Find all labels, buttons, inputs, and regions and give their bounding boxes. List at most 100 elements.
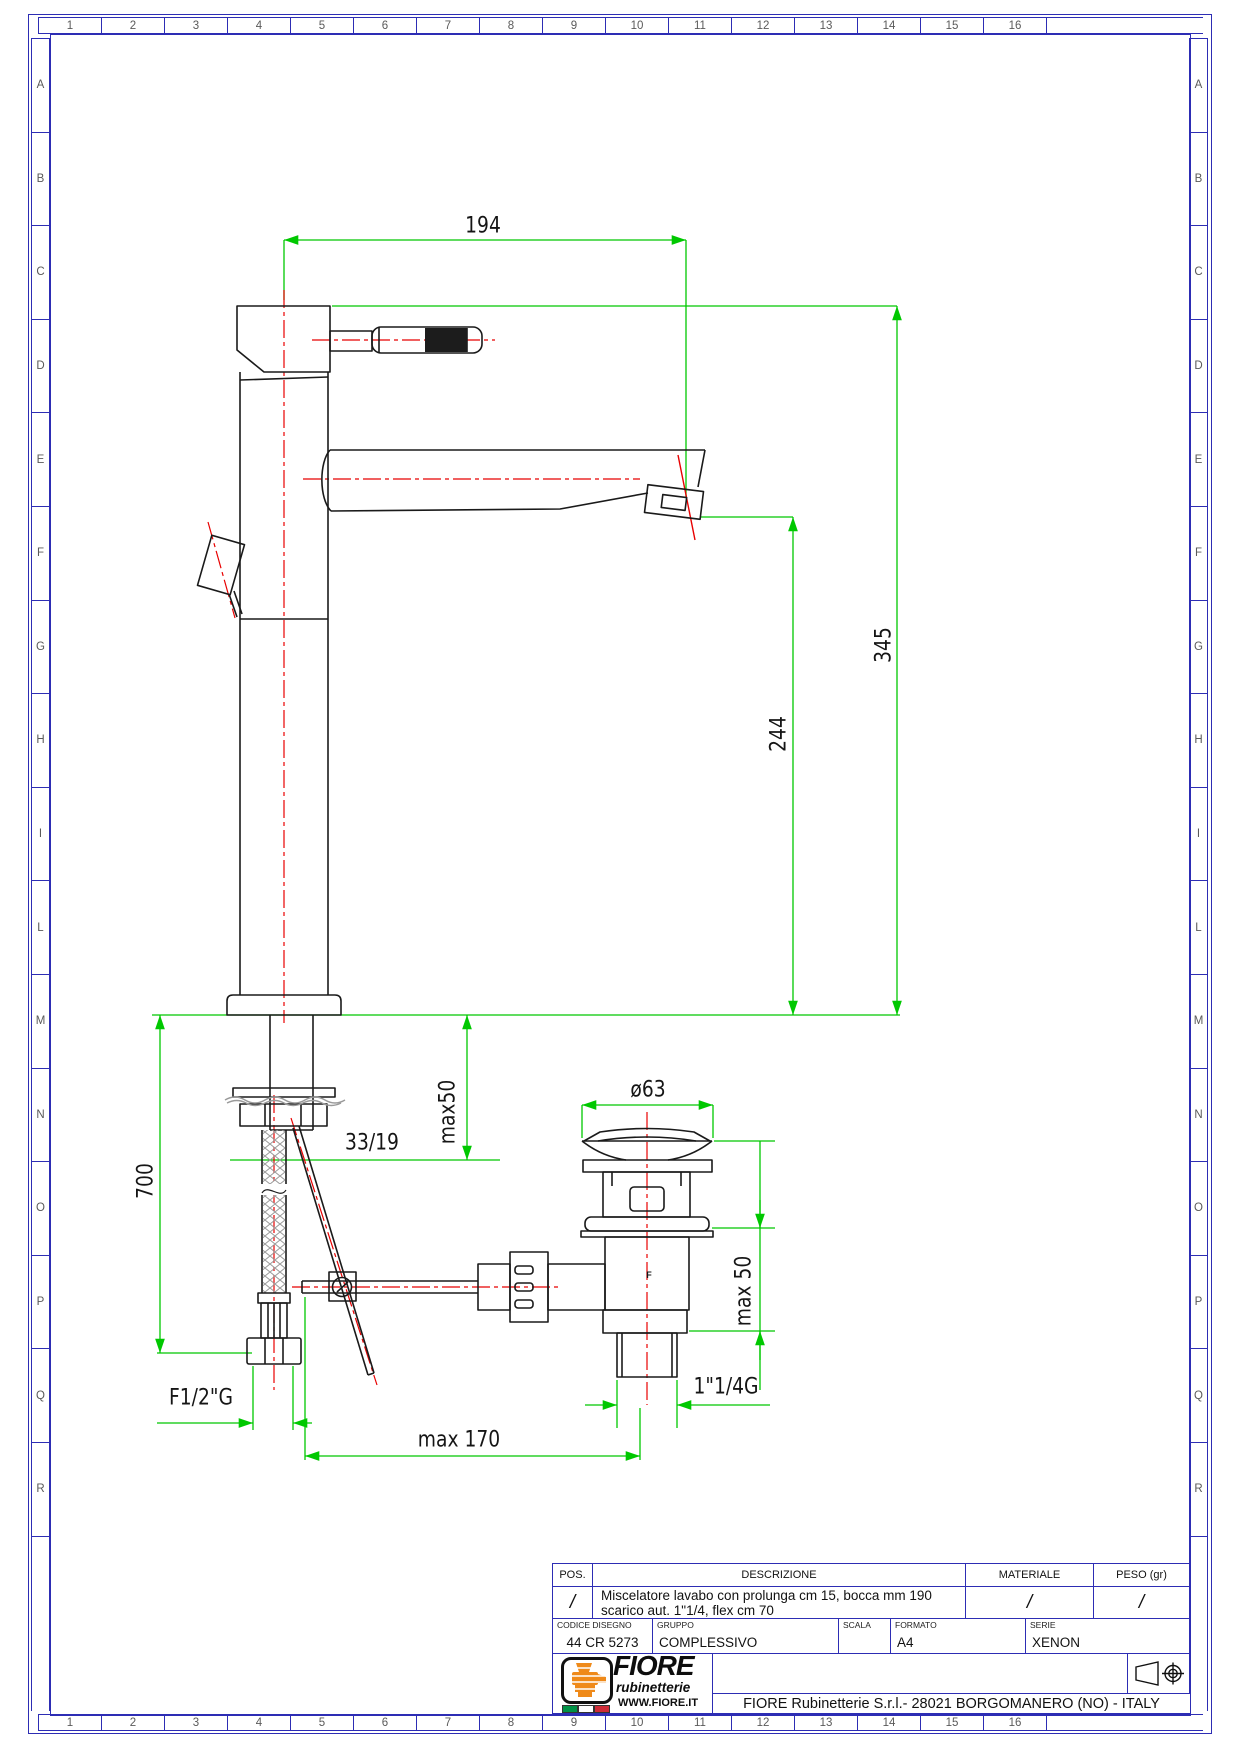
grid-cell-B: B [1189,132,1208,227]
serie-label: SERIE [1030,1620,1056,1630]
grid-cell-14: 14 [858,1714,921,1731]
grid-cell-L: L [31,881,50,975]
serie-value: XENON [1032,1635,1081,1650]
fiore-logo-icon [561,1657,613,1704]
dim-max50-left-label: max50 [435,1079,461,1145]
grid-cell-D: D [1189,319,1208,414]
codice-disegno-label: CODICE DISEGNO [557,1620,632,1630]
grid-cell-2: 2 [102,17,165,34]
scala-label: SCALA [843,1620,871,1630]
serie-cell: SERIE XENON [1025,1618,1190,1654]
grid-cell-G: G [1189,600,1208,695]
grid-cell-13: 13 [795,1714,858,1731]
grid-cell-12: 12 [732,1714,795,1731]
grid-cell-D: D [31,319,50,414]
grid-cell-4: 4 [228,17,291,34]
grid-cell-7: 7 [417,1714,480,1731]
grid-cell-H: H [31,694,50,788]
grid-cell-8: 8 [480,17,543,34]
dim-194-label: 194 [465,213,501,239]
grid-cell-G: G [31,600,50,695]
grid-cell-12: 12 [732,17,795,34]
codice-disegno-value: 44 CR 5273 [566,1635,639,1650]
dim-700-label: 700 [133,1163,159,1199]
grid-cell-9: 9 [543,17,606,34]
gruppo-cell: GRUPPO COMPLESSIVO [652,1618,839,1654]
grid-cell-P: P [1189,1255,1208,1350]
grid-cell-P: P [31,1255,50,1350]
grid-cell-A: A [1189,39,1208,133]
gruppo-label: GRUPPO [657,1620,694,1630]
grid-cell-10: 10 [606,1714,669,1731]
pos-header: POS. [552,1563,593,1587]
faucet-icon [570,1663,606,1697]
logo-sub-text: rubinetterie [616,1680,691,1695]
grid-cell-9: 9 [543,1714,606,1731]
grid-cell-2: 2 [102,1714,165,1731]
grid-cell-15: 15 [921,17,984,34]
sheet-outer-border [28,14,1212,1734]
grid-cell-H: H [1189,694,1208,788]
symbol-row-cell [712,1653,1191,1694]
title-block: POS. DESCRIZIONE MATERIALE PESO (gr) / M… [552,1563,1191,1714]
grid-cell-R: R [1189,1442,1208,1537]
grid-cell-Q: Q [31,1349,50,1443]
grid-cell-L: L [1189,881,1208,975]
grid-cell-6: 6 [354,17,417,34]
dim-345-label: 345 [871,627,897,663]
formato-cell: FORMATO A4 [890,1618,1026,1654]
formato-label: FORMATO [895,1620,937,1630]
grid-cell-10: 10 [606,17,669,34]
grid-cell-E: E [31,413,50,507]
materiale-value: / [965,1586,1094,1619]
faucet-body [196,305,714,1378]
grid-cell-16: 16 [984,1714,1047,1731]
grid-cell-M: M [31,974,50,1069]
grid-cell-3: 3 [165,1714,228,1731]
peso-value: / [1093,1586,1190,1619]
grid-cell-E: E [1189,413,1208,507]
grid-cell-16: 16 [984,17,1047,34]
grid-cell-5: 5 [291,17,354,34]
dim-max50-drain-label: max 50 [731,1255,757,1327]
grid-cell-7: 7 [417,17,480,34]
dim-244-label: 244 [766,716,792,752]
drain-stamp: F [646,1270,652,1280]
grid-cell-Q: Q [1189,1349,1208,1443]
grid-filler [1047,17,1203,34]
grid-cell-N: N [31,1068,50,1163]
description-line-2: scarico aut. 1"1/4, flex cm 70 [601,1603,774,1618]
dim-drain-thread-label: 1"1/4G [693,1374,759,1400]
grid-cell-6: 6 [354,1714,417,1731]
grid-cell-O: O [31,1162,50,1256]
grid-cell-I: I [1189,787,1208,882]
company-address: FIORE Rubinetterie S.r.l.- 28021 BORGOMA… [712,1693,1191,1714]
grid-cell-C: C [31,226,50,320]
logo-brand-text: FIORE [613,1650,695,1681]
description-line-1: Miscelatore lavabo con prolunga cm 15, b… [601,1588,932,1603]
dim-inlet-thread-label: F1/2"G [169,1385,233,1411]
dim-33-19-label: 33/19 [345,1130,399,1156]
grid-cell-13: 13 [795,17,858,34]
grid-cell-F: F [1189,506,1208,601]
grid-cell-B: B [31,132,50,227]
grid-filler [1047,1714,1203,1731]
descrizione-header: DESCRIZIONE [592,1563,966,1587]
grid-cell-O: O [1189,1162,1208,1256]
materiale-header: MATERIALE [965,1563,1094,1587]
first-angle-projection-icon [1135,1661,1184,1686]
description-cell: Miscelatore lavabo con prolunga cm 15, b… [592,1586,966,1619]
pos-value: / [552,1586,593,1619]
grid-cell-R: R [31,1442,50,1537]
grid-cell-A: A [31,39,50,133]
counter-section-lines [224,1096,346,1107]
dim-diameter-63-label: ø63 [630,1077,666,1103]
grid-cell-M: M [1189,974,1208,1069]
logo-cell: FIORE rubinetterie WWW.FIORE.IT [552,1650,713,1714]
logo-url-text: WWW.FIORE.IT [618,1697,699,1709]
